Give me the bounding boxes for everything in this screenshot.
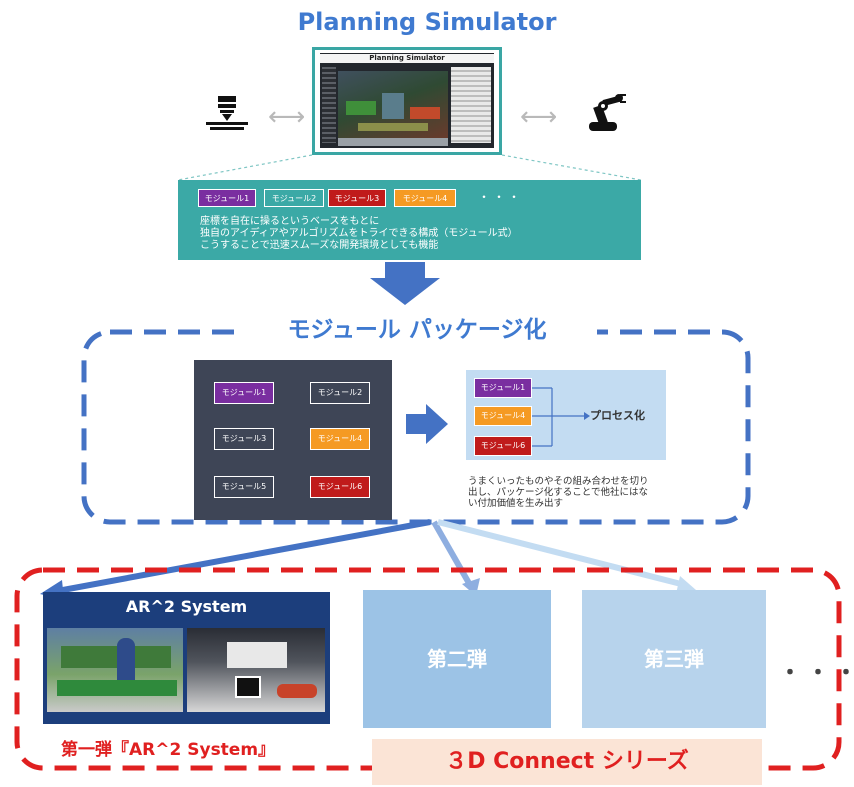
second-release-label: 第二弾 (427, 647, 487, 671)
callout-module-2-label: モジュール2 (271, 194, 317, 203)
callout-line-2: 独自のアイディアやアルゴリズムをトライできる構成（モジュール式） (200, 228, 518, 239)
selected-module-1-label: モジュール1 (480, 383, 526, 392)
arrow-to-third (437, 519, 686, 588)
third-release-label: 第三弾 (644, 647, 704, 671)
more-releases-ellipsis: ・・・ (779, 661, 854, 686)
robot-arm-icon (589, 94, 626, 131)
screenshot-toolbar (322, 67, 336, 143)
process-panel: モジュール1 モジュール4 モジュール6 プロセス化 (466, 370, 666, 460)
callout-line-1: 座標を自在に操るというベースをもとに (200, 216, 380, 227)
selected-module-4-label: モジュール4 (480, 411, 526, 420)
simulator-screenshot: Planning Simulator (312, 47, 502, 155)
screenshot-timeline (338, 138, 448, 146)
selected-module-6: モジュール6 (474, 436, 532, 456)
grid-module-3: モジュール3 (214, 428, 274, 450)
left-double-arrow: ⟷ (268, 102, 306, 132)
second-release-box: 第二弾 (363, 590, 551, 728)
callout-module-1-label: モジュール1 (204, 194, 250, 203)
callout-module-3: モジュール3 (328, 189, 386, 207)
package-description: うまくいったものやその組み合わせを切り 出し、パッケージ化することで他社にはな … (468, 476, 668, 509)
grid-module-2-label: モジュール2 (317, 388, 363, 397)
package-description-line-2: 出し、パッケージ化することで他社にはな (468, 487, 649, 498)
callout-module-1: モジュール1 (198, 189, 256, 207)
screenshot-3d-scene (338, 71, 448, 141)
right-arrow (406, 404, 448, 444)
third-release-box: 第三弾 (582, 590, 766, 728)
grid-module-6: モジュール6 (310, 476, 370, 498)
first-release-label: 第一弾『AR^2 System』 (57, 735, 280, 760)
ar2-photo-right (187, 628, 325, 712)
process-label: プロセス化 (590, 409, 645, 422)
callout-module-2: モジュール2 (264, 189, 324, 207)
package-title: モジュール パッケージ化 (237, 314, 597, 346)
ar2-title: AR^2 System (125, 597, 248, 616)
simulator-window: Planning Simulator (320, 53, 494, 148)
laser-machine-icon (206, 96, 248, 130)
simulator-title: Planning Simulator (297, 8, 557, 36)
callout-module-3-label: モジュール3 (334, 194, 380, 203)
grid-module-4-label: モジュール4 (317, 434, 363, 443)
grid-module-5: モジュール5 (214, 476, 274, 498)
grid-module-1-label: モジュール1 (221, 388, 267, 397)
grid-module-3-label: モジュール3 (221, 434, 267, 443)
callout-ellipsis: ・・・ (478, 190, 524, 204)
grid-module-1: モジュール1 (214, 382, 274, 404)
grid-module-4: モジュール4 (310, 428, 370, 450)
arrow-to-second (431, 520, 473, 587)
selected-module-6-label: モジュール6 (480, 441, 526, 450)
series-name-label: ３D Connect シリーズ (372, 739, 762, 785)
package-description-line-3: い付加価値を生み出す (468, 498, 564, 509)
callout-module-4-label: モジュール4 (402, 194, 448, 203)
module-grid-panel: モジュール1 モジュール2 モジュール3 モジュール4 モジュール5 モジュール… (194, 360, 392, 520)
screenshot-property-panel (451, 67, 491, 143)
callout-module-4: モジュール4 (394, 189, 456, 207)
callout-line-3: こうすることで迅速スムーズな開発環境としても機能 (200, 240, 439, 251)
screenshot-caption: Planning Simulator (320, 54, 494, 63)
ar2-system-card: AR^2 System (43, 592, 330, 724)
ar2-photo-left (47, 628, 183, 712)
selected-module-4: モジュール4 (474, 406, 532, 426)
grid-module-2: モジュール2 (310, 382, 370, 404)
callout-description: 座標を自在に操るというベースをもとに 独自のアイディアやアルゴリズムをトライでき… (200, 216, 518, 252)
grid-module-5-label: モジュール5 (221, 482, 267, 491)
series-frame (14, 567, 842, 771)
callout-guide-left (177, 154, 313, 181)
selected-module-1: モジュール1 (474, 378, 532, 398)
callout-guide-right (501, 154, 642, 181)
grid-module-6-label: モジュール6 (317, 482, 363, 491)
process-connector (532, 387, 590, 447)
right-double-arrow: ⟷ (520, 102, 558, 132)
arrow-to-first (51, 519, 431, 595)
package-description-line-1: うまくいったものやその組み合わせを切り (468, 476, 649, 487)
module-callout: モジュール1 モジュール2 モジュール3 モジュール4 ・・・ 座標を自在に操る… (178, 180, 641, 260)
down-arrow (370, 262, 440, 305)
